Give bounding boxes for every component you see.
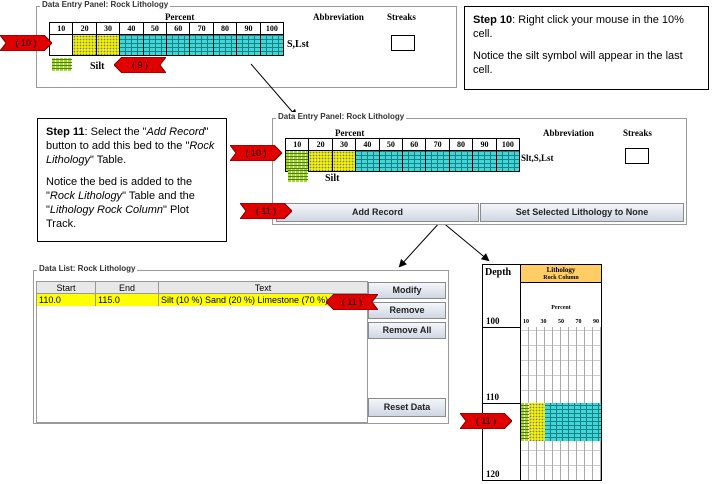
abbreviation-value: S,Lst [287,39,309,50]
percent-cell-100[interactable]: 100 [260,23,284,55]
percent-cell-50[interactable]: 50 [379,139,404,171]
right-arrow-tag-icon [0,35,52,51]
tick-30: 30 [540,319,547,325]
reset-data-button[interactable]: Reset Data [368,398,446,417]
streaks-box[interactable] [625,148,649,164]
percent-cell-90[interactable]: 90 [237,23,261,55]
step-11-line-1: Step 11: Select the "Add Record" button … [46,126,215,166]
data-table-area[interactable]: Start End Text 110.0 115.0 Silt (10 %) S… [36,281,368,423]
step-tag-10-bottom: ( 10 ) [230,145,282,161]
panel-title: Data List: Rock Lithology [37,264,138,273]
plot-track: Depth 100 110 120 Lithology Rock Column … [482,264,602,481]
cell-start: 110.0 [37,293,96,306]
right-arrow-tag-icon [230,145,282,161]
percent-cell-20[interactable]: 20 [73,23,97,55]
streaks-label: Streaks [387,12,416,22]
depth-column: Depth 100 110 120 [483,265,521,480]
percent-cell-100[interactable]: 100 [496,139,520,171]
percent-cell-10[interactable]: 10 [50,23,74,55]
step-tag-11-track: ( 11 ) [460,413,512,429]
data-entry-panel-bottom: Data Entry Panel: Rock Lithology Percent… [272,112,687,225]
percent-label: Percent [165,12,195,22]
lithology-label: Lithology [546,266,576,274]
column-header-text[interactable]: Text [158,282,367,294]
percent-cell-80[interactable]: 80 [449,139,474,171]
add-record-button[interactable]: Add Record [276,203,479,222]
cell-end: 115.0 [95,293,159,306]
modify-button[interactable]: Modify [368,282,446,299]
percent-cell-10[interactable]: 10 [286,139,310,171]
bed-silt [521,403,529,441]
step-10-callout: Step 10: Right click your mouse in the 1… [464,6,709,90]
set-lithology-none-button[interactable]: Set Selected Lithology to None [480,203,684,222]
depth-100-label: 100 [486,316,500,326]
cell-text: Silt (10 %) Sand (20 %) Limestone (70 %) [161,294,329,305]
silt-label: Silt [325,173,340,184]
tick-10: 10 [523,319,529,325]
percent-cell-60[interactable]: 60 [403,139,427,171]
percent-cell-20[interactable]: 20 [309,139,333,171]
silt-swatch[interactable] [52,58,72,71]
streaks-label: Streaks [623,128,652,138]
abbreviation-label: Abbreviation [543,128,594,138]
tick-50: 50 [558,319,564,325]
rock-column-label: Rock Column [543,275,579,281]
abbreviation-value: Slt,S,Lst [521,153,554,163]
percent-label: Percent [335,128,365,138]
step-10-line-1: Step 10: Right click your mouse in the 1… [473,14,684,40]
step-tag-9-top: ( 9 ) [114,57,166,73]
table-row[interactable]: 110.0 115.0 Silt (10 %) Sand (20 %) Lime… [37,293,367,306]
bed-limestone [545,403,601,441]
percent-cell-50[interactable]: 50 [143,23,168,55]
remove-button[interactable]: Remove [368,302,446,319]
panel-title: Data Entry Panel: Rock Lithology [40,0,171,9]
data-entry-panel-top: Data Entry Panel: Rock Lithology Percent… [36,0,457,88]
track-ticks: 10 30 50 70 90 [523,319,599,325]
tick-90: 90 [593,319,599,325]
data-list-panel: Data List: Rock Lithology Start End Text… [33,264,449,424]
step-tag-11-add-record: ( 11 ) [240,203,292,219]
percent-grid[interactable]: 10 20 30 40 50 60 70 80 90 100 [285,138,520,172]
percent-cell-60[interactable]: 60 [167,23,191,55]
step-tag-10-top: ( 10 ) [0,35,52,51]
percent-cell-70[interactable]: 70 [426,139,450,171]
percent-cell-40[interactable]: 40 [120,23,144,55]
depth-110-label: 110 [486,392,500,402]
percent-cell-40[interactable]: 40 [356,139,380,171]
left-arrow-tag-icon [326,294,378,310]
left-arrow-tag-icon [114,57,166,73]
abbreviation-label: Abbreviation [313,12,364,22]
table-header-row: Start End Text [37,282,367,294]
step-10-line-2: Notice the silt symbol will appear in th… [473,50,683,76]
percent-cell-30[interactable]: 30 [332,139,357,171]
silt-label: Silt [90,61,105,72]
lithology-bed[interactable] [521,403,601,441]
streaks-box[interactable] [391,35,415,51]
tick-70: 70 [575,319,582,325]
percent-cell-70[interactable]: 70 [190,23,214,55]
right-arrow-tag-icon [240,203,292,219]
silt-swatch[interactable] [288,169,308,182]
remove-all-button[interactable]: Remove All [368,322,446,339]
column-header-start[interactable]: Start [37,282,96,294]
lithology-header: Lithology Rock Column [521,265,601,283]
step-tag-11-list: ( 11 ) [326,294,378,310]
column-header-end[interactable]: End [95,282,159,294]
bed-sand [529,403,545,441]
step-11-line-2: Notice the bed is added to the "Rock Lit… [46,176,195,230]
step-11-callout: Step 11: Select the "Add Record" button … [37,118,227,242]
percent-cell-80[interactable]: 80 [213,23,238,55]
panel-title: Data Entry Panel: Rock Lithology [276,112,407,121]
percent-cell-30[interactable]: 30 [96,23,121,55]
percent-grid[interactable]: 10 20 30 40 50 60 70 80 90 100 [49,22,284,56]
track-percent-label: Percent [551,305,571,311]
depth-120-label: 120 [486,469,500,479]
percent-cell-90[interactable]: 90 [473,139,497,171]
right-arrow-tag-icon [460,413,512,429]
depth-label: Depth [485,267,512,278]
